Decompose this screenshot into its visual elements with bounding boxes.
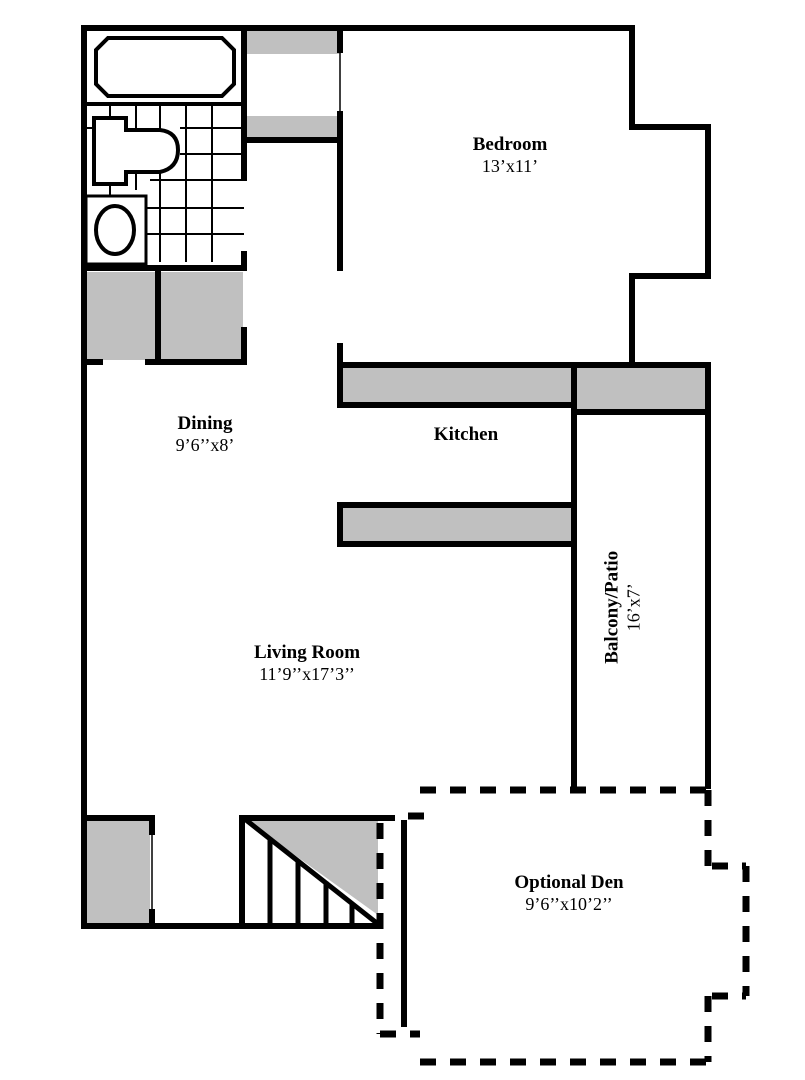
optional-den-walls: [376, 786, 750, 1066]
walls: [81, 25, 711, 1027]
room-name: Dining: [177, 413, 233, 434]
entry-closet: [86, 820, 150, 924]
room-dimensions: 9’6’’x10’2’’: [525, 893, 613, 914]
closet-left-2: [160, 272, 243, 360]
room-name: Kitchen: [433, 424, 499, 445]
bathroom-fixtures: [84, 36, 244, 266]
room-label-bedroom: Bedroom 13’x11’: [410, 134, 610, 177]
closet-left-1: [87, 272, 157, 360]
room-dimensions: 9’6’’x8’: [175, 434, 235, 455]
closet-top-shelf-1: [247, 30, 340, 54]
kitchen-counter-bottom: [343, 507, 571, 542]
kitchen-counter-top: [343, 367, 571, 403]
room-dimensions: 13’x11’: [481, 155, 539, 176]
room-label-living-room: Living Room 11’9’’x17’3’’: [207, 642, 407, 685]
room-label-kitchen: Kitchen: [366, 424, 566, 446]
closet-top-shelf-2: [247, 116, 340, 140]
room-name: Balcony/Patio: [601, 550, 623, 664]
room-name: Living Room: [253, 642, 361, 663]
room-label-balcony: Balcony/Patio 16’x7’: [602, 507, 645, 707]
room-name: Bedroom: [472, 134, 548, 155]
room-dimensions: 16’x7’: [623, 583, 644, 632]
sink-icon: [94, 204, 136, 256]
room-label-dining: Dining 9’6’’x8’: [105, 413, 305, 456]
bathtub-icon: [94, 36, 236, 98]
pantry: [576, 367, 706, 412]
room-name: Optional Den: [514, 872, 624, 893]
toilet-icon: [92, 116, 181, 186]
room-label-optional-den: Optional Den 9’6’’x10’2’’: [469, 872, 669, 915]
room-dimensions: 11’9’’x17’3’’: [259, 663, 355, 684]
